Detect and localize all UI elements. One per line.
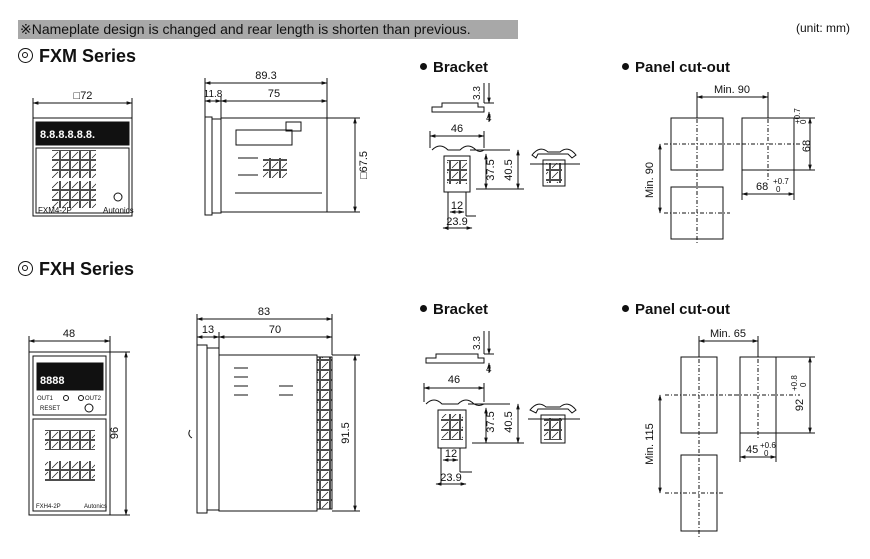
fxh-front-view xyxy=(28,336,130,516)
unit-label: (unit: mm) xyxy=(796,21,850,35)
fxm-cutout-tol-v-zero: 0 xyxy=(799,119,808,124)
fxm-side-body: 75 xyxy=(268,88,280,100)
fxm-side-height: □67.5 xyxy=(358,151,370,179)
fxh-cutout-tol-v-plus: +0.8 xyxy=(790,375,799,391)
fxm-cutout-size-v: 68 xyxy=(801,140,813,152)
fxm-cutout-tol-h-zero: 0 xyxy=(776,185,781,194)
bullet-icon xyxy=(420,305,427,312)
fxm-bracket-h1: 37.5 xyxy=(485,159,497,180)
fxm-cutout-min-h: Min. 90 xyxy=(714,84,750,96)
fxh-reset: RESET xyxy=(40,406,60,412)
fxm-front-width: □72 xyxy=(74,90,93,102)
fxh-cutout-size-v: 92 xyxy=(794,399,806,411)
fxm-bracket-w2: 12 xyxy=(451,200,463,212)
fxh-brand: Autonics xyxy=(84,504,107,510)
fxh-out2: OUT2 xyxy=(85,396,102,402)
fxh-cutout-min-v: Min. 115 xyxy=(644,423,656,464)
fxh-bracket-d2: 4 xyxy=(486,364,492,375)
fxm-model: FXM4-2P xyxy=(38,206,72,215)
fxh-cutout-tol-h-plus: +0.6 xyxy=(760,441,776,450)
fxh-cutout-tol-v-zero: 0 xyxy=(799,382,808,387)
fxm-cutout-heading: Panel cut-out xyxy=(622,59,730,76)
heading-text: Panel cut-out xyxy=(635,59,731,76)
fxm-bracket-h2: 40.5 xyxy=(503,159,515,180)
fxm-bracket-w3: 23.9 xyxy=(446,216,467,228)
heading-text: Bracket xyxy=(433,301,489,318)
fxm-series-title: FXM Series xyxy=(18,46,136,67)
fxh-bracket-drawing xyxy=(423,331,580,486)
fxh-bracket-w2: 12 xyxy=(445,448,457,460)
double-circle-icon xyxy=(18,48,33,63)
fxm-digits: 8.8.8.8.8.8. xyxy=(40,129,95,141)
bullet-icon xyxy=(622,305,629,312)
fxh-model: FXH4-2P xyxy=(36,504,61,510)
fxh-bracket-d1: 3.3 xyxy=(472,336,483,350)
fxh-series-title: FXH Series xyxy=(18,259,134,280)
fxh-side-view xyxy=(188,314,360,514)
fxm-bracket-w1: 46 xyxy=(451,123,463,135)
fxm-cutout-min-v: Min. 90 xyxy=(644,162,656,198)
fxm-bracket-heading: Bracket xyxy=(420,59,488,76)
fxh-bracket-h1: 37.5 xyxy=(485,411,497,432)
fxm-bracket-d2: 4 xyxy=(486,113,492,124)
fxm-cutout-tol-h-plus: +0.7 xyxy=(773,177,789,186)
fxh-cutout-heading: Panel cut-out xyxy=(622,301,730,318)
fxh-cutout-tol-h-zero: 0 xyxy=(764,449,769,458)
fxh-cutout-min-h: Min. 65 xyxy=(710,328,746,340)
digit-display: 8.8.8.8.8.8. xyxy=(40,129,95,141)
fxh-front-height: 96 xyxy=(109,427,121,439)
fxh-bracket-h2: 40.5 xyxy=(503,411,515,432)
fxm-brand: Autonics xyxy=(103,206,134,215)
size-value: 68 xyxy=(801,140,813,152)
fxm-cutout-tol-v-plus: +0.7 xyxy=(793,108,802,124)
fxh-side-height: 91.5 xyxy=(340,422,352,443)
fxh-side-front: 13 xyxy=(202,324,214,336)
digit-display: 8888 xyxy=(40,375,64,387)
fxm-bracket-d1: 3.3 xyxy=(472,86,483,100)
fxm-cutout-drawing xyxy=(658,92,815,245)
fxh-bracket-w3: 23.9 xyxy=(440,472,461,484)
fxh-cutout-size-h: 45 xyxy=(746,444,758,456)
bullet-icon xyxy=(420,63,427,70)
fxh-front-width: 48 xyxy=(63,328,75,340)
fxm-title-text: FXM Series xyxy=(39,46,137,66)
heading-text: Panel cut-out xyxy=(635,301,731,318)
fxm-side-total: 89.3 xyxy=(255,70,276,82)
revision-note: ※Nameplate design is changed and rear le… xyxy=(18,20,518,39)
heading-text: Bracket xyxy=(433,59,489,76)
fxm-side-view xyxy=(204,78,360,216)
fxh-bracket-heading: Bracket xyxy=(420,301,488,318)
fxm-cutout-size-h: 68 xyxy=(756,181,768,193)
fxh-side-body: 70 xyxy=(269,324,281,336)
fxm-bracket-drawing xyxy=(429,83,580,230)
fxh-cutout-drawing xyxy=(658,336,815,537)
fxm-side-front: 11.8 xyxy=(204,89,223,100)
fxm-front-view xyxy=(32,98,133,217)
fxh-title-text: FXH Series xyxy=(39,259,135,279)
fxh-out1: OUT1 xyxy=(37,396,54,402)
double-circle-icon xyxy=(18,261,33,276)
bullet-icon xyxy=(622,63,629,70)
fxh-side-total: 83 xyxy=(258,306,270,318)
fxh-bracket-w1: 46 xyxy=(448,374,460,386)
